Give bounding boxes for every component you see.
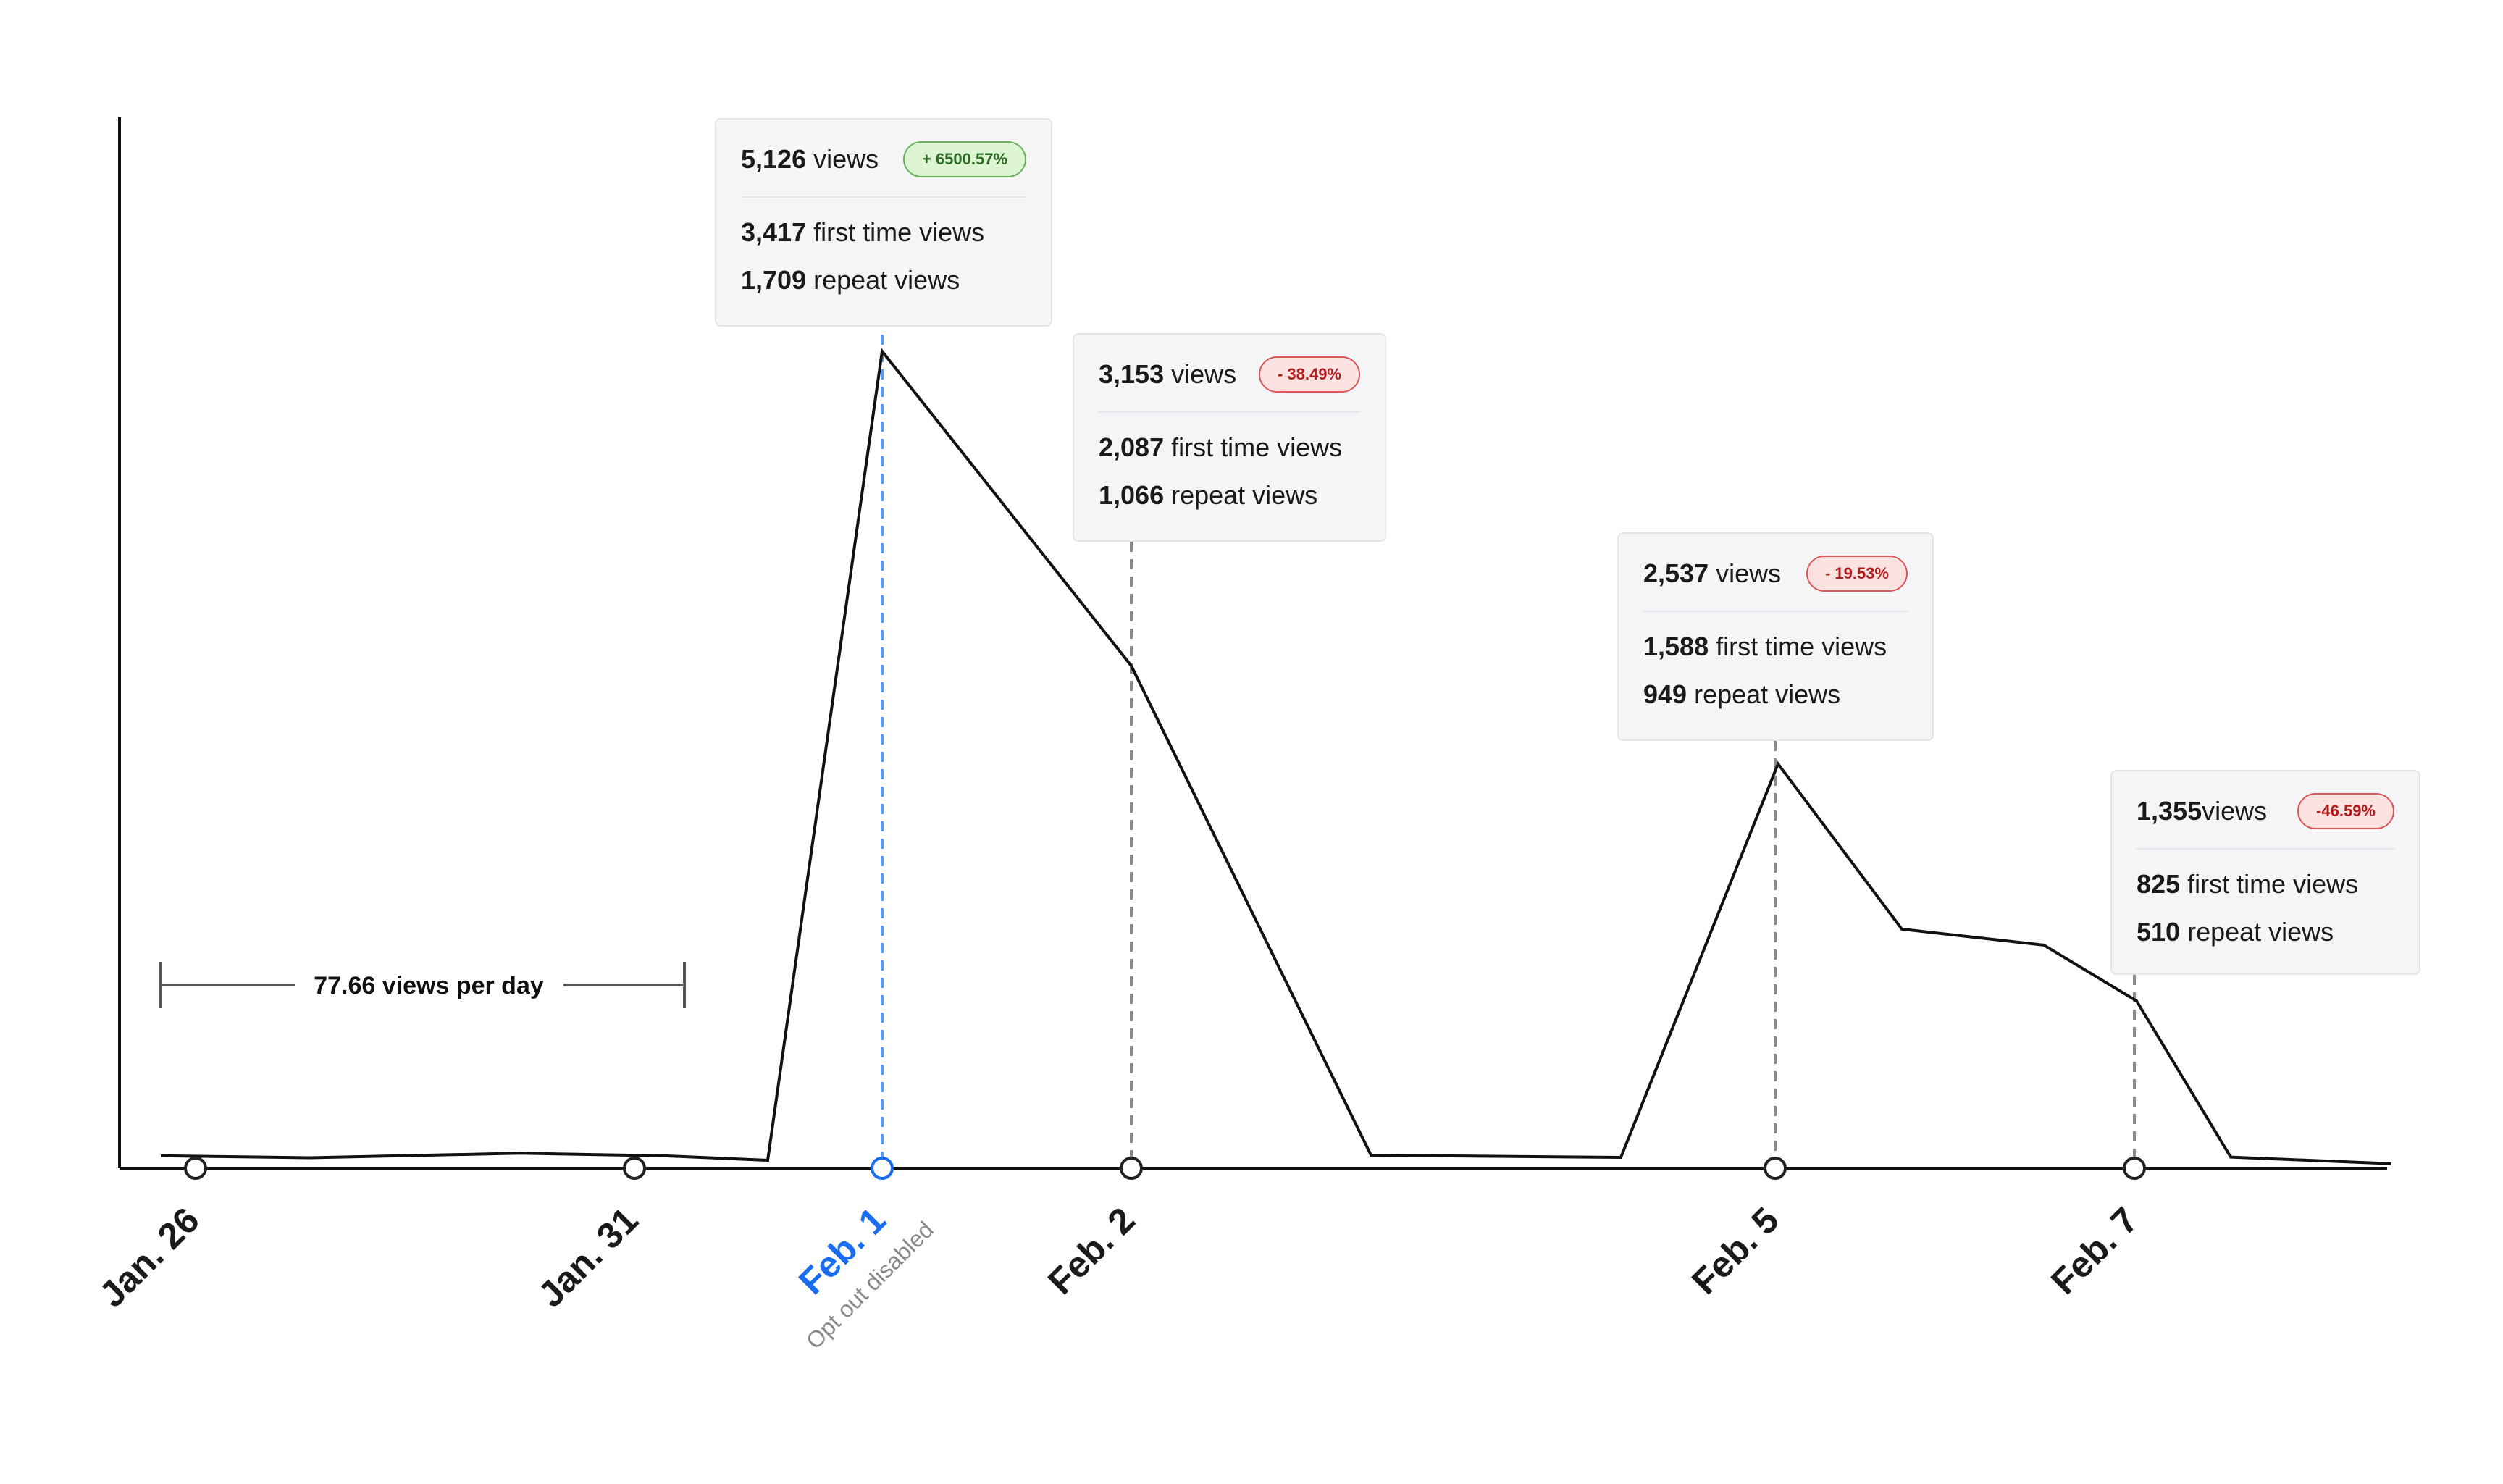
total-views: 5,126 views: [741, 144, 879, 174]
tooltip-feb-7: 1,355views -46.59% 825 first time views …: [2110, 770, 2420, 975]
tooltip-feb-1: 5,126 views + 6500.57% 3,417 first time …: [715, 118, 1052, 327]
tick-label: Feb. 2: [1040, 1199, 1143, 1302]
change-badge: + 6500.57%: [902, 141, 1026, 177]
tick-marker: [1120, 1157, 1143, 1180]
tooltip-feb-2: 3,153 views - 38.49% 2,087 first time vi…: [1073, 333, 1386, 542]
first-time-views: 825 first time views: [2137, 869, 2359, 899]
change-badge: - 19.53%: [1806, 556, 1908, 592]
tick-marker: [2123, 1157, 2146, 1180]
change-badge: - 38.49%: [1258, 356, 1360, 393]
tick-label: Feb. 7: [2043, 1199, 2146, 1302]
first-time-views: 1,588 first time views: [1643, 632, 1887, 661]
tick-label: Jan. 26: [91, 1199, 206, 1315]
total-views: 2,537 views: [1643, 558, 1782, 588]
total-views: 1,355views: [2137, 796, 2268, 826]
tooltip-feb-5: 2,537 views - 19.53% 1,588 first time vi…: [1617, 532, 1934, 741]
tick-label: Jan. 31: [530, 1199, 645, 1315]
tick-marker: [623, 1157, 646, 1180]
total-views: 3,153 views: [1099, 359, 1237, 389]
repeat-views: 1,709 repeat views: [741, 265, 960, 295]
series-line: [160, 348, 2392, 1165]
tick-marker: [871, 1157, 894, 1180]
tick-marker: [1764, 1157, 1787, 1180]
average-annotation: 77.66 views per day: [159, 962, 686, 1008]
average-label: 77.66 views per day: [314, 972, 544, 999]
repeat-views: 1,066 repeat views: [1099, 480, 1318, 510]
first-time-views: 2,087 first time views: [1099, 432, 1343, 462]
tick-label: Feb. 5: [1684, 1199, 1787, 1302]
change-badge: -46.59%: [2297, 793, 2394, 829]
tick-marker: [184, 1157, 207, 1180]
repeat-views: 510 repeat views: [2137, 917, 2334, 947]
repeat-views: 949 repeat views: [1643, 679, 1841, 709]
first-time-views: 3,417 first time views: [741, 217, 985, 247]
